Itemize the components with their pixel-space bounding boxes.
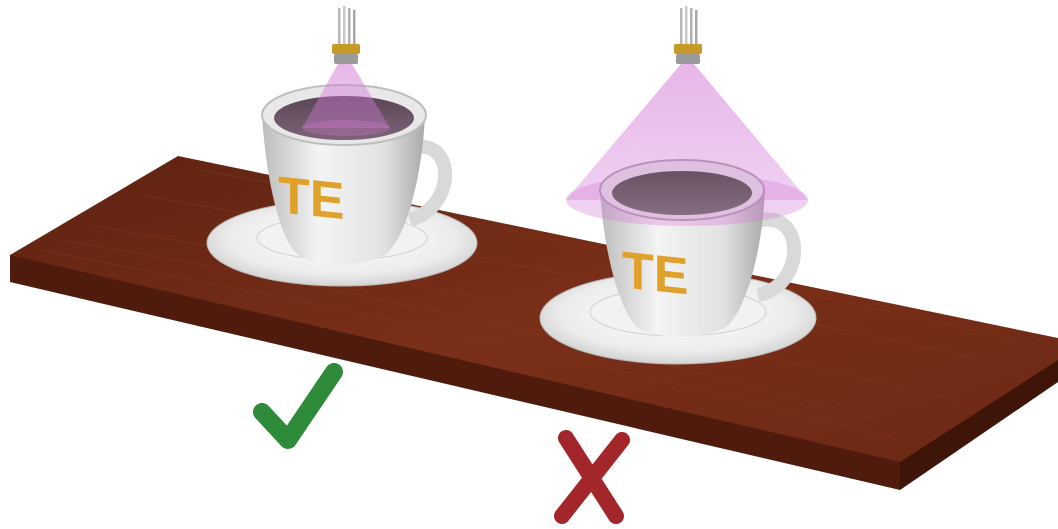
scene-wide-beam: TE: [540, 6, 816, 364]
cup-logo-left: TE: [278, 166, 344, 231]
coffee-right: [612, 171, 752, 215]
cross-icon: [562, 438, 622, 516]
cup-logo-right: TE: [622, 242, 688, 307]
scene-narrow-beam: TE: [207, 6, 477, 286]
check-icon: [262, 372, 334, 440]
wooden-board: [10, 156, 1058, 490]
proximity-sensor-icon: [674, 6, 702, 64]
proximity-sensor-icon: [332, 6, 360, 64]
